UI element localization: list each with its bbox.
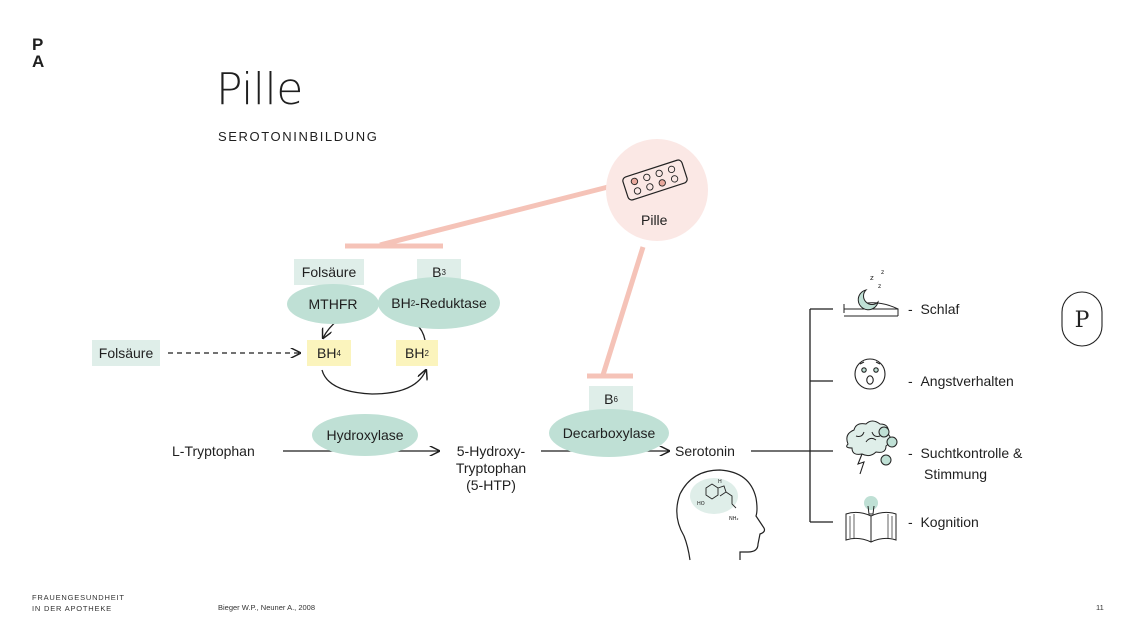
b3-base: B — [432, 264, 442, 280]
bh2-reduktase-sub: 2 — [410, 298, 416, 308]
page-title: Pille — [216, 64, 303, 115]
b6-base: B — [604, 391, 614, 407]
svg-text:P: P — [1075, 308, 1090, 333]
svg-text:H: H — [718, 479, 722, 485]
sleep-icon: z z z — [843, 269, 899, 317]
footer-brand-line1: FRAUENGESUNDHEIT — [32, 593, 125, 602]
outcome-dash: - — [908, 445, 913, 461]
svg-text:z: z — [870, 274, 874, 282]
pill-label: Pille — [641, 212, 668, 228]
footer-brand: FRAUENGESUNDHEIT IN DER APOTHEKE — [32, 592, 125, 614]
outcome-label: Kognition — [920, 514, 979, 530]
outcome-dash: - — [908, 301, 913, 317]
bh2-sub: 2 — [424, 348, 429, 358]
hydroxylase-enzyme: Hydroxylase — [312, 414, 418, 456]
book-icon — [845, 496, 897, 543]
outcome-dash: - — [908, 514, 913, 530]
outcome-label: Schlaf — [920, 301, 960, 317]
page-number: 11 — [1096, 603, 1104, 612]
serotonin-label: Serotonin — [675, 443, 735, 459]
5-htp-line1: 5-Hydroxy- — [456, 443, 526, 459]
outcome-label: Suchtkontrolle & — [920, 445, 1023, 461]
footer-brand-line2: IN DER APOTHEKE — [32, 604, 112, 613]
outcome-angstverhalten: - Angstverhalten — [908, 373, 1014, 389]
outcome-kognition: - Kognition — [908, 514, 979, 530]
mthfr-enzyme: MTHFR — [287, 284, 379, 324]
bh2-base: BH — [405, 345, 425, 361]
b6-sub: 6 — [613, 394, 618, 404]
head-silhouette-icon: HO NH₂ H — [676, 469, 766, 561]
bh4-base: BH — [317, 345, 337, 361]
anxious-face-icon — [854, 358, 886, 390]
outcome-dash: - — [908, 373, 913, 389]
bh2-reduktase-post: -Reduktase — [415, 295, 487, 311]
academy-badge-icon: P — [1061, 291, 1103, 347]
bh4-sub: 4 — [336, 348, 341, 358]
folsaeure-input-box: Folsäure — [92, 340, 160, 366]
folsaeure-cofactor-box: Folsäure — [294, 259, 364, 285]
l-tryptophan-label: L-Tryptophan — [172, 443, 255, 459]
b3-sub: 3 — [441, 267, 446, 277]
outcome-schlaf: - Schlaf — [908, 301, 959, 317]
svg-text:z: z — [881, 269, 884, 276]
bh2-reduktase-pre: BH — [391, 295, 411, 311]
svg-text:z: z — [878, 283, 881, 290]
decarboxylase-enzyme: Decarboxylase — [549, 409, 669, 457]
serotonin-branches — [751, 308, 833, 523]
bh4-to-bh2-arrow — [321, 370, 426, 395]
5-htp-line3: (5-HTP) — [466, 477, 516, 493]
brand-logo-letter-p: P — [32, 35, 45, 54]
outcome-suchtkontrolle: - Suchtkontrolle & Stimmung — [908, 443, 1022, 485]
svg-text:HO: HO — [697, 501, 705, 507]
brand-logo: P A — [32, 36, 45, 70]
brand-logo-letter-a: A — [32, 52, 46, 71]
pill-blister-icon — [622, 159, 688, 201]
brain-icon — [846, 420, 898, 475]
inhibition-lines — [345, 183, 646, 379]
svg-text:NH₂: NH₂ — [729, 516, 739, 522]
footer-citation: Bieger W.P., Neuner A., 2008 — [218, 603, 316, 612]
5-htp-line2: Tryptophan — [455, 460, 527, 476]
outcome-label: Angstverhalten — [920, 373, 1014, 389]
outcome-label-line2: Stimmung — [924, 466, 988, 482]
5-htp-label: 5-Hydroxy- Tryptophan (5-HTP) — [440, 443, 542, 494]
page-subtitle: SEROTONINBILDUNG — [218, 129, 379, 144]
